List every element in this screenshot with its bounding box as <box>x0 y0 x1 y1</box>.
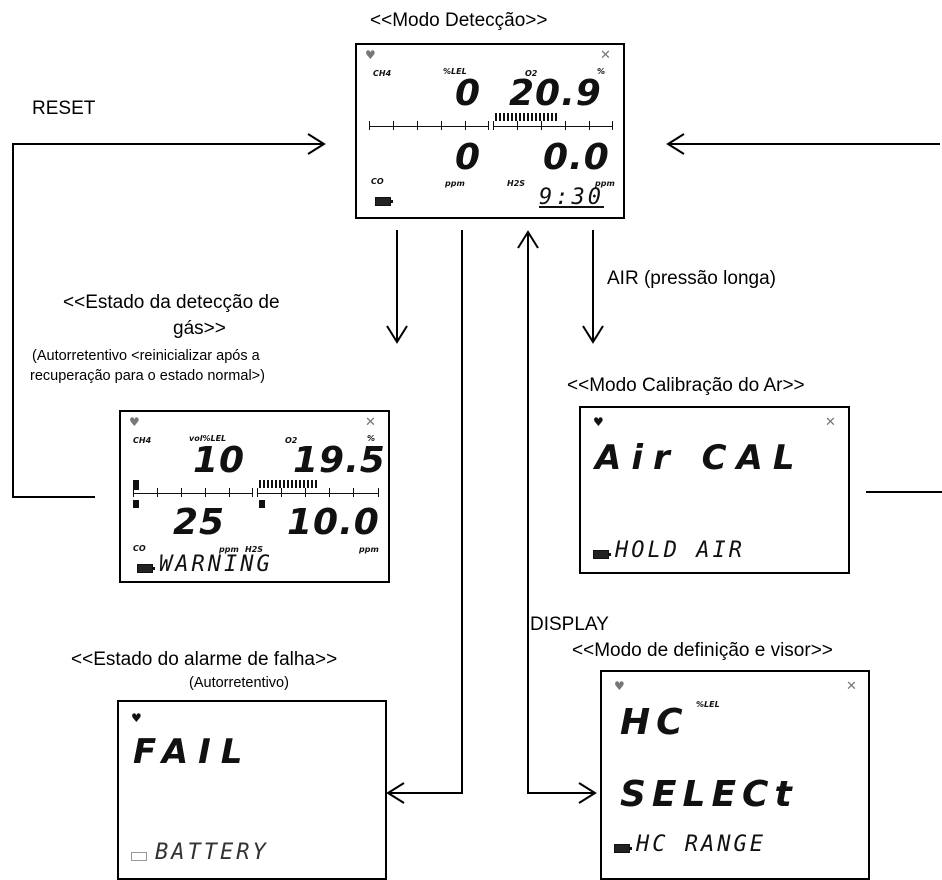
setting-line1: HC <box>620 702 689 743</box>
h2s-value: 0.0 <box>543 137 610 178</box>
fail-line1: FAIL <box>133 732 253 772</box>
gas-detection-display: ♥ ✕ CH4 vol%LEL 10 O2 % 19.5 25 CO ppm 1… <box>119 410 390 583</box>
co-unit: ppm <box>445 179 465 188</box>
battery-icon <box>614 844 632 853</box>
battery-icon <box>137 564 155 573</box>
h2s-label: H2S <box>245 545 264 554</box>
ch4-bar-level <box>133 480 139 490</box>
o2-value: 20.9 <box>509 73 602 114</box>
ch4-value: 10 <box>193 440 246 481</box>
ch4-value: 0 <box>455 73 482 114</box>
display-arrow <box>527 232 593 794</box>
air-long-press-label: AIR (pressão longa) <box>607 268 776 289</box>
gas-state-note-line2: recuperação para o estado normal>) <box>30 368 265 384</box>
fail-alarm-display: ♥ FAIL BATTERY <box>117 700 387 880</box>
heart-icon: ♥ <box>365 48 376 62</box>
air-cal-line1: Air CAL <box>595 438 805 478</box>
co-value: 25 <box>173 502 226 543</box>
lel-unit: %LEL <box>696 700 720 709</box>
setting-line3: HC RANGE <box>636 832 766 857</box>
o2-label: O2 <box>525 69 538 78</box>
air-cal-line2: HOLD AIR <box>615 538 745 563</box>
fan-icon: ✕ <box>600 48 611 63</box>
fan-icon: ✕ <box>365 415 376 430</box>
clock-value: 9:30 <box>539 185 604 210</box>
co-value: 0 <box>455 137 482 178</box>
ch4-label: CH4 <box>133 436 152 445</box>
lel-unit: vol%LEL <box>189 434 227 443</box>
setting-mode-title: <<Modo de definição e visor>> <box>572 640 833 661</box>
o2-bar-level <box>259 480 319 488</box>
co-unit: ppm <box>219 545 239 554</box>
warning-message: WARNING <box>159 552 273 577</box>
battery-icon <box>593 550 611 559</box>
heart-icon: ♥ <box>131 711 142 725</box>
setting-display: ♥ ✕ HC %LEL SELECt HC RANGE <box>600 670 870 880</box>
o2-unit: % <box>367 434 376 443</box>
h2s-label: H2S <box>507 179 526 188</box>
detection-mode-display: ♥ ✕ CH4 %LEL 0 O2 % 20.9 0 CO ppm 0.0 H2… <box>355 43 625 219</box>
o2-unit: % <box>597 67 606 76</box>
setting-line2: SELECt <box>620 774 798 815</box>
display-label: DISPLAY <box>530 614 609 635</box>
heart-icon: ♥ <box>129 415 140 429</box>
co-label: CO <box>371 177 384 186</box>
fail-state-title: <<Estado do alarme de falha>> <box>71 649 338 670</box>
reset-arrow <box>12 143 322 498</box>
gas-state-title-line1: <<Estado da detecção de <box>63 292 280 313</box>
o2-value: 19.5 <box>293 440 386 481</box>
heart-icon: ♥ <box>614 679 625 693</box>
air-cal-mode-title: <<Modo Calibração do Ar>> <box>567 375 805 396</box>
fail-line2: BATTERY <box>155 840 269 865</box>
heart-icon: ♥ <box>593 415 604 429</box>
ch4-label: CH4 <box>373 69 392 78</box>
lel-unit: %LEL <box>443 67 467 76</box>
h2s-unit: ppm <box>359 545 379 554</box>
gas-state-note-line1: (Autorretentivo <reinicializar após a <box>32 348 260 364</box>
air-calibration-display: ♥ ✕ Air CAL HOLD AIR <box>579 406 850 574</box>
fan-icon: ✕ <box>846 679 857 694</box>
h2s-value: 10.0 <box>287 502 380 543</box>
battery-empty-icon <box>131 852 147 861</box>
o2-bar-level <box>495 113 557 121</box>
detection-mode-title: <<Modo Detecção>> <box>370 10 548 31</box>
reset-label: RESET <box>32 98 96 119</box>
fail-state-note: (Autorretentivo) <box>189 675 289 691</box>
gas-state-title-line2: gás>> <box>173 318 226 339</box>
h2s-unit: ppm <box>595 179 615 188</box>
co-label: CO <box>133 544 146 553</box>
fan-icon: ✕ <box>825 415 836 430</box>
o2-label: O2 <box>285 436 298 445</box>
fail-state-arrow <box>390 230 463 794</box>
battery-icon <box>375 197 393 206</box>
